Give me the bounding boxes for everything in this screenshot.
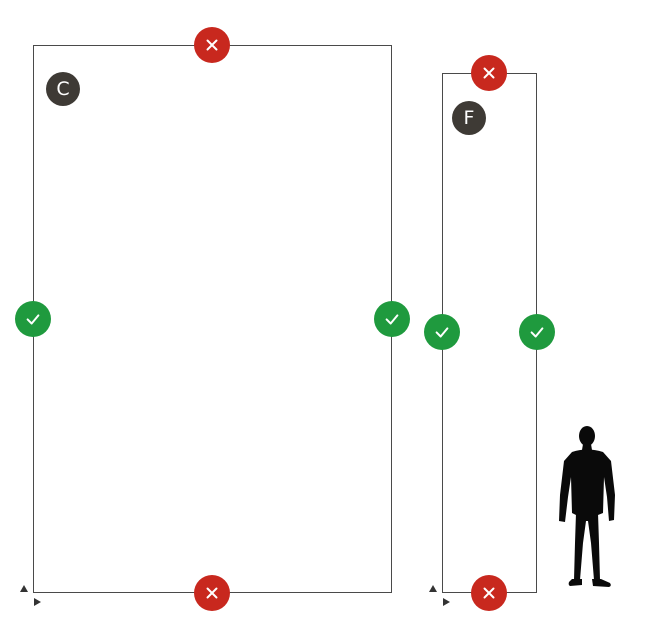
- check-icon: [15, 301, 51, 337]
- check-icon: [424, 314, 460, 350]
- up-arrow-icon: [20, 585, 28, 592]
- up-arrow-icon: [429, 585, 437, 592]
- check-icon: [519, 314, 555, 350]
- panel-c: [33, 45, 392, 593]
- right-arrow-icon: [443, 598, 450, 606]
- person-silhouette-icon: [559, 426, 615, 587]
- close-icon: [194, 575, 230, 611]
- panel-c-label: C: [46, 72, 80, 106]
- check-icon: [374, 301, 410, 337]
- close-icon: [471, 55, 507, 91]
- close-icon: [471, 575, 507, 611]
- panel-f-label: F: [452, 101, 486, 135]
- close-icon: [194, 27, 230, 63]
- right-arrow-icon: [34, 598, 41, 606]
